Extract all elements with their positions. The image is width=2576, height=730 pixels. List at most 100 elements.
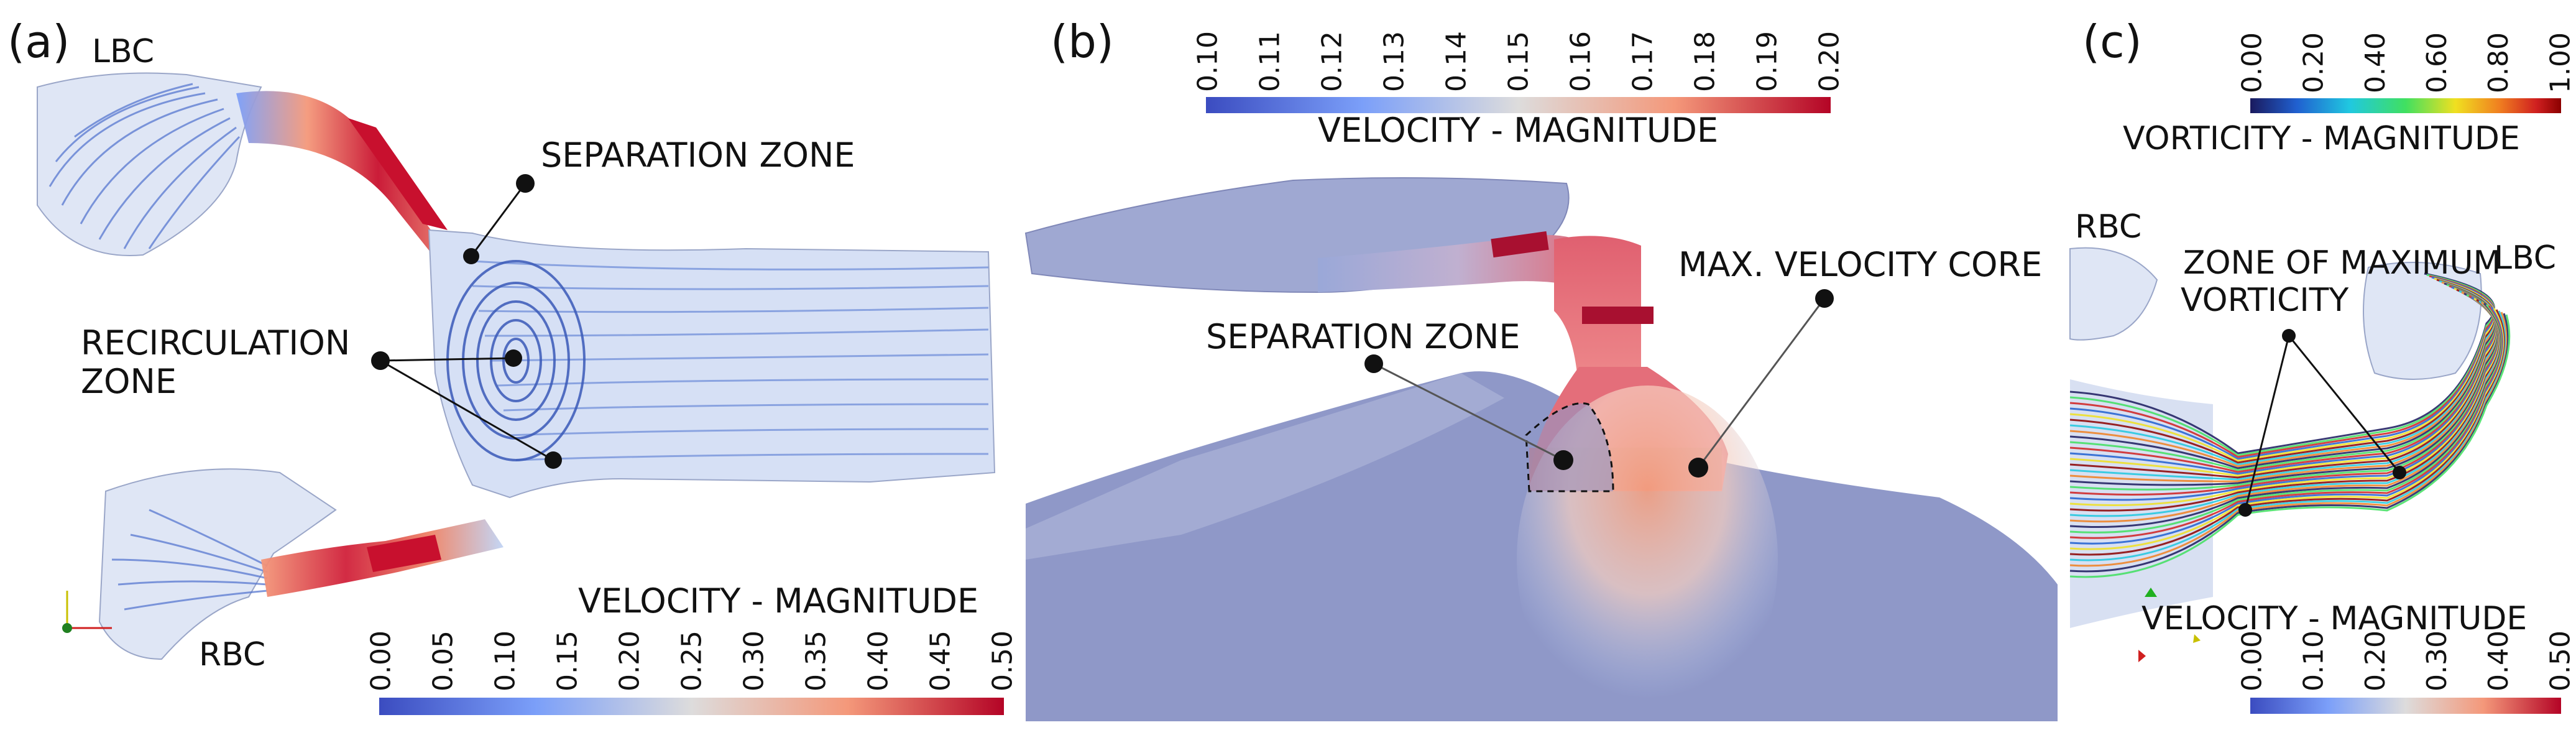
rbc-basin bbox=[98, 468, 337, 660]
velocity-bar-c-title: VELOCITY - MAGNITUDE bbox=[2141, 600, 2527, 637]
panel-a-label: (a) bbox=[7, 16, 70, 68]
separation-marker-b bbox=[1364, 354, 1383, 373]
colorbar-a-title: VELOCITY - MAGNITUDE bbox=[578, 581, 978, 621]
colorbar-b-bar bbox=[1206, 97, 1831, 113]
colorbar-a-tick-6: 0.30 bbox=[738, 631, 770, 691]
vorticity-bar-tick-1: 0.20 bbox=[2298, 32, 2330, 93]
colorbar-a-tick-10: 0.50 bbox=[987, 631, 1018, 691]
lbc-pipe-core bbox=[348, 118, 448, 230]
colorbar-a-bar bbox=[379, 698, 1004, 715]
colorbar-b-tick-1: 0.11 bbox=[1254, 31, 1286, 92]
colorbar-a-tick-3: 0.15 bbox=[551, 631, 583, 691]
streamline-c-30 bbox=[2069, 310, 2507, 561]
streamline-c-15 bbox=[2069, 291, 2499, 483]
axis-triad-c bbox=[2138, 588, 2201, 662]
streamline-c-21 bbox=[2069, 298, 2501, 512]
colorbar-b-tick-2: 0.12 bbox=[1316, 31, 1348, 92]
vorticity-target-2 bbox=[2393, 466, 2406, 479]
recirc-leader-a2 bbox=[380, 359, 554, 461]
streamline-c-26 bbox=[2069, 305, 2504, 539]
rbc-streamlines bbox=[111, 509, 268, 611]
lbc-basin-c bbox=[2363, 262, 2482, 380]
panel-a: (a) LBC bbox=[7, 16, 1018, 715]
vorticity-marker bbox=[2282, 329, 2296, 343]
colorbar-b-tick-9: 0.19 bbox=[1751, 31, 1783, 92]
colorbar-a-tick-0: 0.00 bbox=[365, 631, 397, 691]
terrain-upper bbox=[1026, 373, 1504, 560]
streamline-c-12 bbox=[2069, 287, 2498, 477]
streamline-c-29 bbox=[2069, 309, 2506, 556]
vorticity-label-2: VORTICITY bbox=[2181, 282, 2348, 319]
lbc-streamlines bbox=[48, 83, 241, 249]
streamline-c-17 bbox=[2069, 293, 2500, 491]
vorticity-leader-1 bbox=[2244, 335, 2290, 511]
streamline-c-24 bbox=[2069, 302, 2503, 529]
separation-leader-a bbox=[470, 183, 527, 257]
vorticity-bar-tick-5: 1.00 bbox=[2544, 32, 2576, 93]
velocity-bar-c bbox=[2250, 698, 2561, 714]
separation-label-b: SEPARATION ZONE bbox=[1206, 317, 1520, 356]
colorbar-b-tick-3: 0.13 bbox=[1378, 31, 1410, 92]
arm-dark-band-1 bbox=[1491, 231, 1549, 258]
streamline-c-11 bbox=[2069, 286, 2498, 475]
colorbar-a-tick-8: 0.40 bbox=[862, 631, 894, 691]
rbc-label-a: RBC bbox=[199, 636, 265, 673]
streamline-c-14 bbox=[2069, 290, 2498, 481]
velocity-bar-c-tick-4: 0.40 bbox=[2483, 631, 2514, 691]
colorbar-a-tick-2: 0.10 bbox=[489, 631, 521, 691]
velocity-bar-c-tick-1: 0.10 bbox=[2298, 631, 2330, 691]
recirc-marker-a bbox=[371, 351, 390, 370]
vorticity-streamlines bbox=[2069, 272, 2511, 578]
recirc-target-a2 bbox=[545, 451, 562, 469]
lbc-label-c: LBC bbox=[2494, 239, 2556, 277]
vorticity-bar bbox=[2250, 98, 2561, 113]
streamline-c-23 bbox=[2069, 301, 2502, 523]
recirc-label-a2: ZONE bbox=[81, 362, 177, 401]
recirc-label-a1: RECIRCULATION bbox=[81, 323, 350, 363]
streamline-c-20 bbox=[2069, 297, 2501, 506]
colorbar-b-tick-4: 0.14 bbox=[1440, 31, 1472, 92]
maxcore-marker bbox=[1815, 289, 1834, 308]
streamline-c-28 bbox=[2069, 308, 2505, 550]
colorbar-b-tick-6: 0.16 bbox=[1565, 31, 1596, 92]
velocity-bar-c-tick-5: 0.50 bbox=[2544, 631, 2576, 691]
streamline-c-13 bbox=[2069, 289, 2498, 479]
panel-b-label: (b) bbox=[1051, 16, 1114, 68]
streamline-c-22 bbox=[2069, 300, 2501, 517]
vorticity-bar-tick-2: 0.40 bbox=[2360, 32, 2391, 93]
streamline-c-16 bbox=[2069, 292, 2499, 486]
colorbar-b-tick-5: 0.15 bbox=[1502, 31, 1534, 92]
colorbar-a-tick-5: 0.25 bbox=[676, 631, 707, 691]
panel-c: (c) 0.00 0.20 0.40 0.60 0.80 1.00 VORTICITY -… bbox=[2069, 16, 2576, 714]
lbc-basin bbox=[37, 72, 262, 256]
vorticity-bar-title: VORTICITY - MAGNITUDE bbox=[2123, 120, 2520, 157]
colorbar-a-tick-9: 0.45 bbox=[924, 631, 956, 691]
velocity-bar-c-tick-3: 0.30 bbox=[2421, 631, 2453, 691]
rbc-pipe-core bbox=[367, 535, 441, 572]
colorbar-b-tick-7: 0.17 bbox=[1627, 31, 1658, 92]
streamline-c-27 bbox=[2069, 307, 2505, 545]
velocity-bar-c-tick-0: 0.00 bbox=[2236, 631, 2268, 691]
recirc-leader-a1 bbox=[380, 357, 514, 362]
separation-target-a bbox=[463, 248, 479, 264]
axis-triad-a bbox=[62, 591, 112, 633]
rbc-basin-c bbox=[2069, 247, 2158, 341]
separation-label-a: SEPARATION ZONE bbox=[541, 136, 855, 175]
streamline-c-33 bbox=[2069, 314, 2511, 578]
maxcore-leader bbox=[1697, 298, 1826, 468]
panel-c-label: (c) bbox=[2082, 16, 2142, 68]
vorticity-bar-tick-3: 0.60 bbox=[2421, 32, 2453, 93]
recirc-target-a1 bbox=[505, 349, 522, 367]
colorbar-b-title: VELOCITY - MAGNITUDE bbox=[1318, 111, 1718, 150]
vorticity-bar-tick-4: 0.80 bbox=[2483, 32, 2514, 93]
maxcore-label: MAX. VELOCITY CORE bbox=[1678, 245, 2042, 284]
main-flow-domain bbox=[428, 229, 996, 499]
streamline-c-31 bbox=[2069, 312, 2508, 567]
separation-sector bbox=[1525, 402, 1614, 492]
colorbar-b-tick-10: 0.20 bbox=[1813, 31, 1845, 92]
